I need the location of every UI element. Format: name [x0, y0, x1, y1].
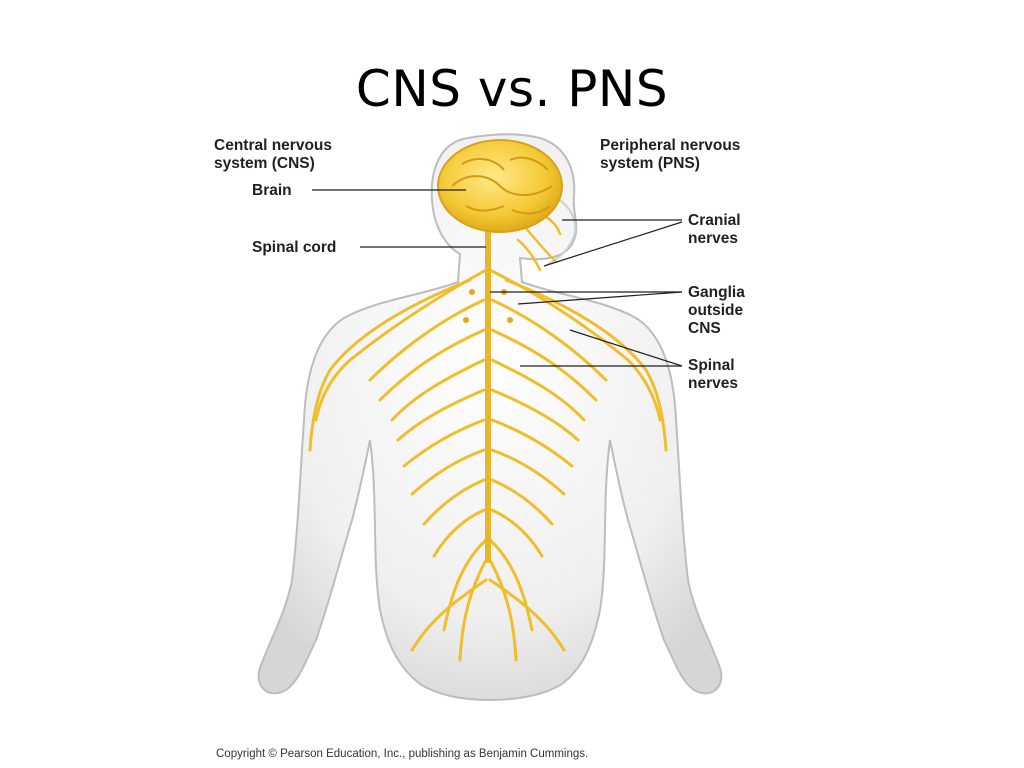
- label-cranial-nerves: Cranial nerves: [688, 212, 741, 248]
- label-spinal-nerves-line-1: Spinal: [688, 357, 735, 374]
- label-spinal-cord: Spinal cord: [252, 239, 337, 256]
- copyright-notice: Copyright © Pearson Education, Inc., pub…: [216, 748, 589, 760]
- label-spinal-nerves-line-2: nerves: [688, 375, 738, 392]
- slide-title: CNS vs. PNS: [355, 60, 669, 118]
- pns-heading: Peripheral nervous system (PNS): [600, 137, 740, 173]
- label-brain: Brain: [252, 182, 292, 199]
- cns-heading-line-1: Central nervous: [214, 137, 333, 154]
- spinal-nerves: [308, 268, 668, 662]
- face-profile: [547, 199, 577, 265]
- pns-heading-line-2: system (PNS): [600, 155, 700, 172]
- pns-heading-line-1: Peripheral nervous: [600, 137, 741, 154]
- label-ganglia-line-2: outside: [688, 302, 744, 319]
- label-ganglia-line-3: CNS: [688, 320, 721, 337]
- cns-heading: Central nervous system (CNS): [214, 137, 332, 173]
- brain-illustration: [437, 139, 563, 233]
- cns-heading-line-2: system (CNS): [214, 155, 315, 172]
- label-cranial-nerves-line-1: Cranial: [688, 212, 741, 229]
- leader-lines: [312, 189, 683, 367]
- ganglia-dots: [463, 289, 513, 323]
- label-spinal-nerves: Spinal nerves: [688, 357, 738, 393]
- label-ganglia-line-1: Ganglia: [688, 284, 745, 301]
- label-cranial-nerves-line-2: nerves: [688, 230, 738, 247]
- label-ganglia: Ganglia outside CNS: [688, 284, 745, 338]
